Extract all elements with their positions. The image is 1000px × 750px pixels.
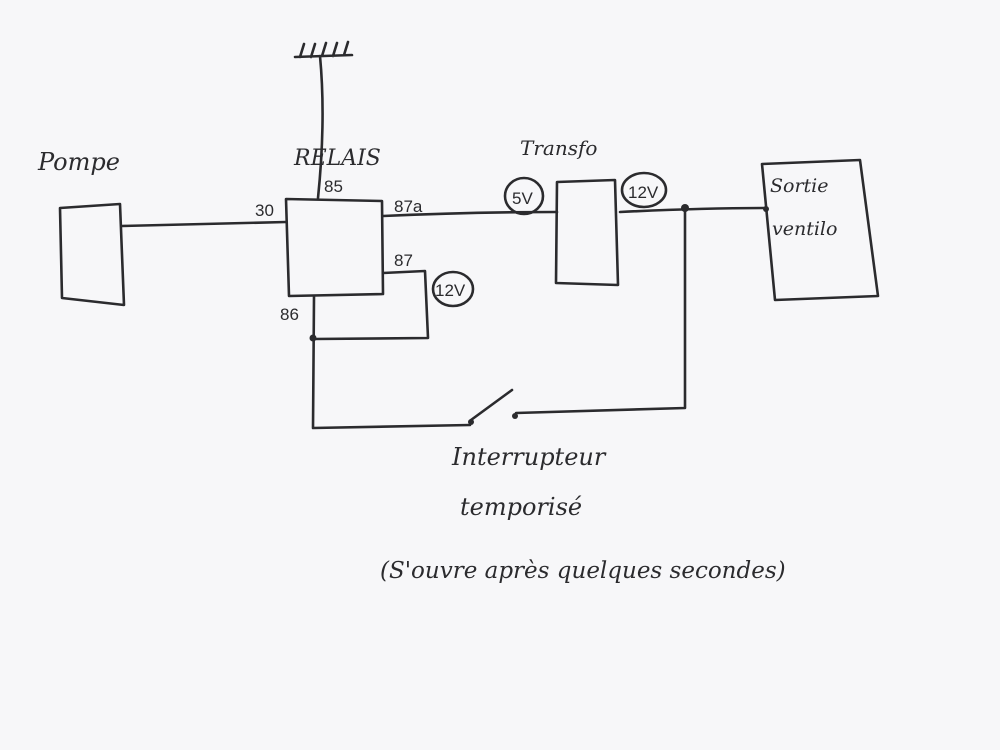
- pin-87a-label: 87a: [394, 197, 423, 216]
- relay-supply-badge: 12V: [431, 270, 475, 308]
- junction-dot: [681, 204, 689, 212]
- svg-text:12V: 12V: [435, 281, 466, 300]
- wire-pump-relay: [120, 220, 288, 228]
- svg-text:5V: 5V: [512, 189, 533, 208]
- fan-output-box: [760, 158, 880, 302]
- junction-dot: [309, 334, 317, 342]
- fan-output-label-line2: ventilo: [772, 218, 837, 240]
- svg-text:12V: 12V: [628, 183, 659, 202]
- pump-label: Pompe: [37, 148, 120, 176]
- pump-box: [58, 202, 126, 307]
- pin-87-label: 87: [394, 251, 413, 270]
- pin-85-label: 85: [324, 177, 343, 196]
- pin-86-label: 86: [280, 305, 299, 324]
- relay-label: RELAIS: [293, 146, 381, 171]
- pin-30-label: 30: [255, 201, 274, 220]
- wire-transfo-fan: [618, 206, 768, 214]
- fan-output-label-line1: Sortie: [770, 175, 829, 197]
- wire-87a-transfo: [381, 210, 559, 218]
- wire-86: [311, 295, 472, 430]
- transformer-label: Transfo: [520, 136, 597, 160]
- wire-87-loop: [311, 269, 430, 341]
- switch-note: (S'ouvre après quelques secondes): [380, 558, 786, 584]
- switch-label-line2: temporisé: [460, 493, 582, 521]
- transformer-box: [554, 178, 620, 287]
- transformer-input-badge: 5V: [503, 176, 545, 216]
- relay-box: [284, 197, 385, 298]
- switch-label-line1: Interrupteur: [451, 443, 607, 471]
- timer-switch-symbol: [468, 388, 518, 425]
- wire-switch-return: [514, 206, 687, 415]
- transformer-output-badge: 12V: [620, 171, 668, 209]
- ground-symbol: [293, 40, 354, 200]
